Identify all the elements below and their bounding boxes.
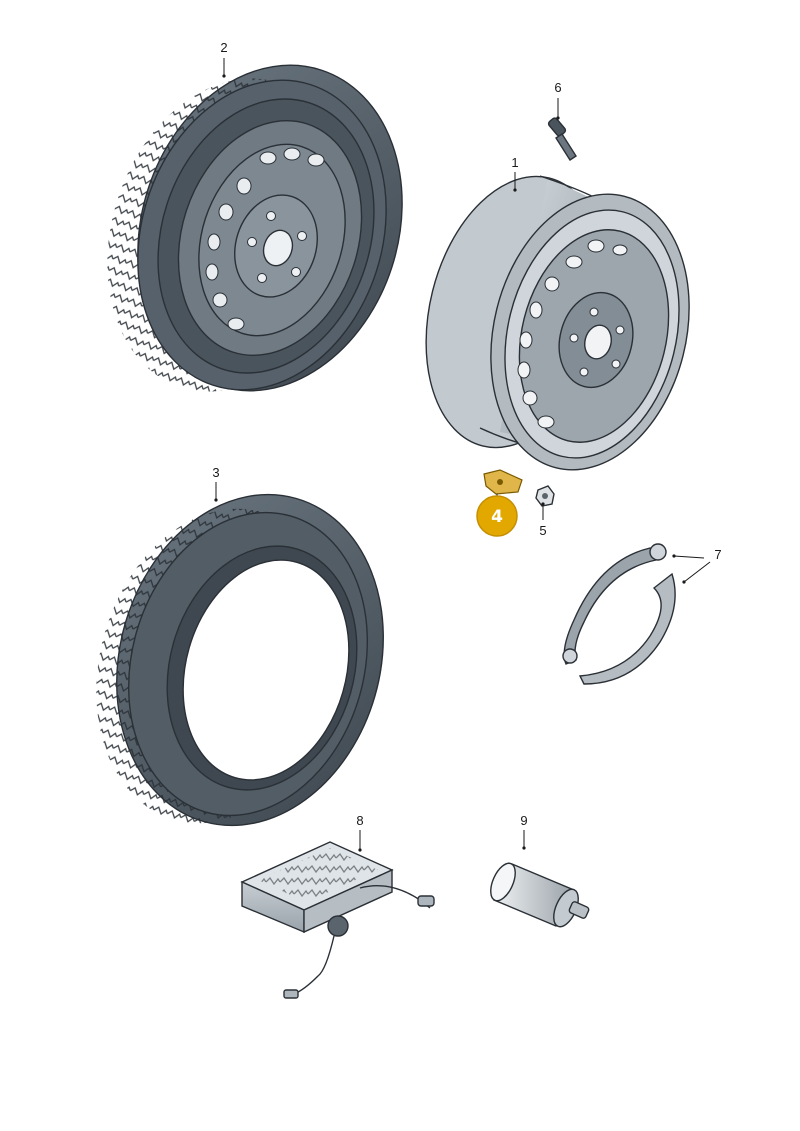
valve-nut	[535, 485, 555, 507]
complete-wheel	[107, 64, 403, 392]
callout-7: 7	[714, 547, 721, 562]
callout-4-badge[interactable]: 4	[476, 494, 518, 537]
callout-3: 3	[212, 465, 219, 480]
callout-5: 5	[539, 523, 546, 538]
highlight-circle[interactable]	[476, 495, 518, 537]
callout-8: 8	[356, 813, 363, 828]
tire-valve	[547, 117, 577, 161]
callout-4[interactable]: 4	[491, 507, 503, 527]
steel-rim	[425, 175, 690, 471]
tire-compressor	[240, 841, 435, 999]
leader-lines	[214, 58, 711, 852]
sensor-bracket	[483, 469, 523, 495]
callout-2: 2	[220, 40, 227, 55]
sealant-bottle	[490, 862, 590, 928]
callout-6: 6	[554, 80, 561, 95]
callout-9: 9	[520, 813, 527, 828]
tire	[96, 493, 384, 827]
callout-1: 1	[511, 155, 518, 170]
clamping-strap	[562, 543, 676, 685]
